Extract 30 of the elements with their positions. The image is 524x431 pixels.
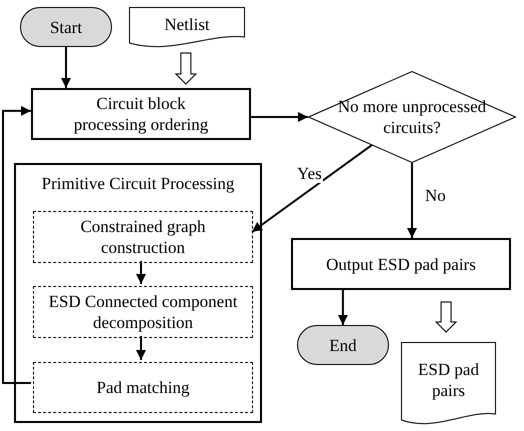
process-box bbox=[33, 211, 253, 263]
process-box bbox=[33, 362, 253, 413]
process-box bbox=[31, 88, 251, 140]
process-box bbox=[291, 238, 511, 290]
node-label: Pad matching bbox=[96, 377, 190, 398]
node-label: Start bbox=[50, 16, 82, 38]
node-label: ESD Connected component decomposition bbox=[48, 291, 238, 333]
start-terminal bbox=[20, 7, 112, 47]
group-title: Primitive Circuit Processing bbox=[42, 173, 234, 194]
arrow bbox=[338, 290, 348, 325]
node-label: ESD pad pairs bbox=[417, 359, 480, 401]
node-label: No more unprocessed circuits? bbox=[336, 96, 488, 138]
node-label: Circuit block processing ordering bbox=[73, 93, 209, 135]
node-label: Constrained graph construction bbox=[80, 216, 206, 258]
node-label: Output ESD pad pairs bbox=[326, 254, 476, 274]
arrow bbox=[407, 163, 417, 238]
block-arrow bbox=[434, 302, 458, 333]
arrow bbox=[251, 144, 374, 233]
process-box bbox=[33, 286, 253, 338]
decision-diamond bbox=[308, 71, 516, 163]
block-arrow bbox=[174, 52, 198, 85]
group-box bbox=[14, 163, 262, 423]
arrow bbox=[61, 47, 71, 88]
arrow bbox=[136, 336, 146, 360]
node-label: Netlist bbox=[164, 14, 210, 34]
node-label: End bbox=[329, 334, 357, 356]
end-terminal bbox=[297, 325, 389, 365]
arrow bbox=[136, 261, 146, 284]
arrow bbox=[251, 112, 308, 122]
arrow bbox=[2, 106, 31, 384]
